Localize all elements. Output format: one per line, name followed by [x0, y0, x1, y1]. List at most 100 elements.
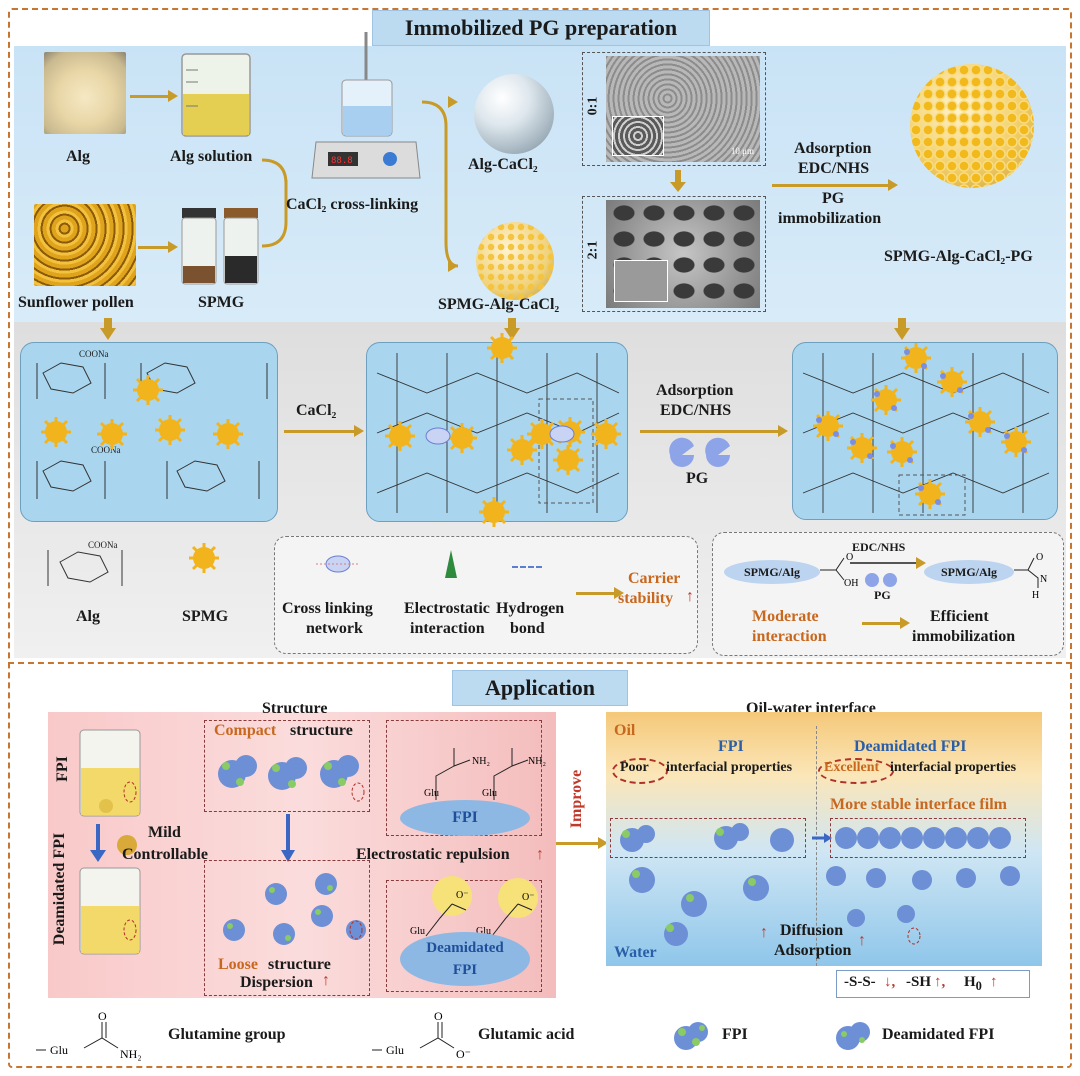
diffusion-label: Diffusion [780, 922, 844, 939]
poor-highlight-ellipse [612, 758, 668, 784]
h0-subscript: 0 [975, 979, 982, 993]
interaction2-label: interaction [752, 628, 827, 645]
spmg-alg-cacl2-pg-bead [910, 64, 1034, 188]
magnetic-stirrer: 88.8 [311, 32, 421, 179]
pg-small-label: PG [874, 588, 891, 602]
structure-header: Structure [262, 700, 328, 717]
legend-spmg-icon [187, 541, 221, 575]
arrow-cacl2-middle [284, 425, 364, 437]
interface-comparison-divider [816, 726, 817, 966]
fpi-interface-box [610, 818, 806, 858]
hydrogen-label: Hydrogen [496, 600, 565, 617]
immobilization-result-label: immobilization [912, 628, 1016, 645]
deamidated-ellipse-line1: Deamidated [426, 940, 504, 956]
improve-label: Improve [568, 769, 586, 829]
efficient-label: Efficient [930, 608, 989, 625]
loose-label: Loose [218, 956, 258, 973]
property-changes-box [836, 970, 1030, 998]
spmg-alg-ellipse-right: SPMG/Alg [924, 560, 1014, 584]
alg-powder-photo [44, 52, 126, 134]
glutamine-legend-label: Glutamine group [168, 1026, 286, 1043]
svg-text:O⁻: O⁻ [522, 892, 535, 903]
legend-alg-label: Alg [76, 608, 100, 625]
crosslink-network-icon [316, 555, 360, 573]
svg-text:N: N [1040, 574, 1047, 585]
top-edc-nhs-label: EDC/NHS [798, 160, 870, 177]
svg-text:Glu: Glu [476, 926, 491, 937]
mild-label: Mild [148, 824, 181, 841]
svg-text:OH: OH [844, 578, 858, 589]
svg-text:NH₂: NH₂ [528, 756, 546, 767]
interface-protein-clusters [620, 823, 1020, 946]
sulfhydryl-up-arrow: ↑, [934, 974, 946, 990]
arrow-edc-reaction [850, 557, 926, 569]
deamidated-fpi-vertical-label: Deamidated FPI [51, 832, 69, 946]
arrow-to-spmg-pg [772, 179, 898, 191]
loose-fpi-clusters [223, 873, 366, 945]
improve-arrow [556, 837, 608, 849]
o-minus-text: O⁻ [456, 1047, 471, 1061]
moderate-label: Moderate [752, 608, 819, 625]
ratio-label-2-1: 2:1 [585, 240, 601, 260]
stability-label: stability [618, 590, 674, 607]
o-text-2: O [434, 1009, 443, 1023]
svg-text:H: H [1032, 590, 1039, 601]
arrow-alg-to-solution [130, 90, 178, 102]
glutamic-acid-structure: Glu O O⁻ [372, 1009, 471, 1061]
sem-image-alg: 10 μm [606, 56, 760, 162]
poor-label: Poor [620, 760, 649, 775]
cacl2-crosslinking-label: CaCl₂ cross-linking [286, 196, 419, 213]
middle-edc-nhs-label: EDC/NHS [660, 402, 732, 419]
legend-spmg-label: SPMG [182, 608, 229, 625]
sem-inset-spmg [614, 260, 668, 302]
alg-label: Alg [66, 148, 90, 165]
spmg-particles-network [383, 331, 623, 529]
spmg-alg-cacl2-label: SPMG-Alg-CaCl₂ [438, 296, 560, 313]
cross-linking-label: Cross linking [282, 600, 373, 617]
excellent-label: Excellent [824, 760, 880, 775]
fpi-beaker [79, 729, 141, 817]
compact-structure-box [204, 720, 370, 812]
electrostatic-icon [445, 550, 457, 578]
repulsion-up-arrow: ↑ [536, 846, 544, 863]
deamidated-ellipse-line2: FPI [452, 962, 478, 978]
down-arrow-left-panel [100, 318, 116, 340]
electrostatic-label: Electrostatic [404, 600, 490, 617]
svg-text:NH₂: NH₂ [472, 756, 490, 767]
enzyme-ball-icon [117, 835, 137, 855]
alg-cacl2-bead [474, 74, 554, 154]
carboxyl-group-icon: OOH [820, 552, 858, 589]
arrow-pollen-to-spmg [138, 241, 178, 253]
disulfide-down-arrow: ↓, [884, 974, 896, 990]
blue-arrow-structure-down [281, 814, 295, 862]
hydrogen-bond-icon [512, 566, 542, 568]
compact-fpi-clusters [218, 755, 365, 802]
stability-up-arrow: ↑ [686, 588, 694, 605]
coona-label-2: COONa [91, 445, 121, 455]
sem-frame-bottom [582, 196, 766, 312]
pg-small-icons [865, 573, 897, 587]
sulfhydryl-label: -SH [906, 974, 932, 990]
spmg-pg-particles-right [792, 342, 1058, 520]
coona-label-1: COONa [79, 349, 109, 359]
svg-text:Glu: Glu [424, 788, 439, 799]
blue-arrow-down [90, 824, 106, 862]
fpi-legend-label: FPI [722, 1026, 748, 1043]
excellent-highlight-ellipse [818, 758, 894, 784]
o-text-1: O [98, 1009, 107, 1023]
section-title-application: Application [452, 670, 628, 706]
fpi-legend-icon [674, 1022, 708, 1050]
interfacial-properties-excellent: interfacial properties [890, 760, 1017, 775]
arrow-moderate-to-efficient [862, 617, 910, 629]
edc-nhs-small-label: EDC/NHS [852, 540, 906, 554]
water-label: Water [614, 944, 657, 961]
sunflower-pollen-label: Sunflower pollen [18, 294, 134, 311]
glu-text-1: Glu [50, 1043, 68, 1057]
oil-label: Oil [614, 722, 636, 739]
carrier-label: Carrier [628, 570, 681, 587]
middle-cacl2-label: CaCl₂ [296, 402, 337, 419]
top-adsorption-label: Adsorption [794, 140, 872, 157]
disulfide-label: -S-S- [844, 974, 876, 990]
